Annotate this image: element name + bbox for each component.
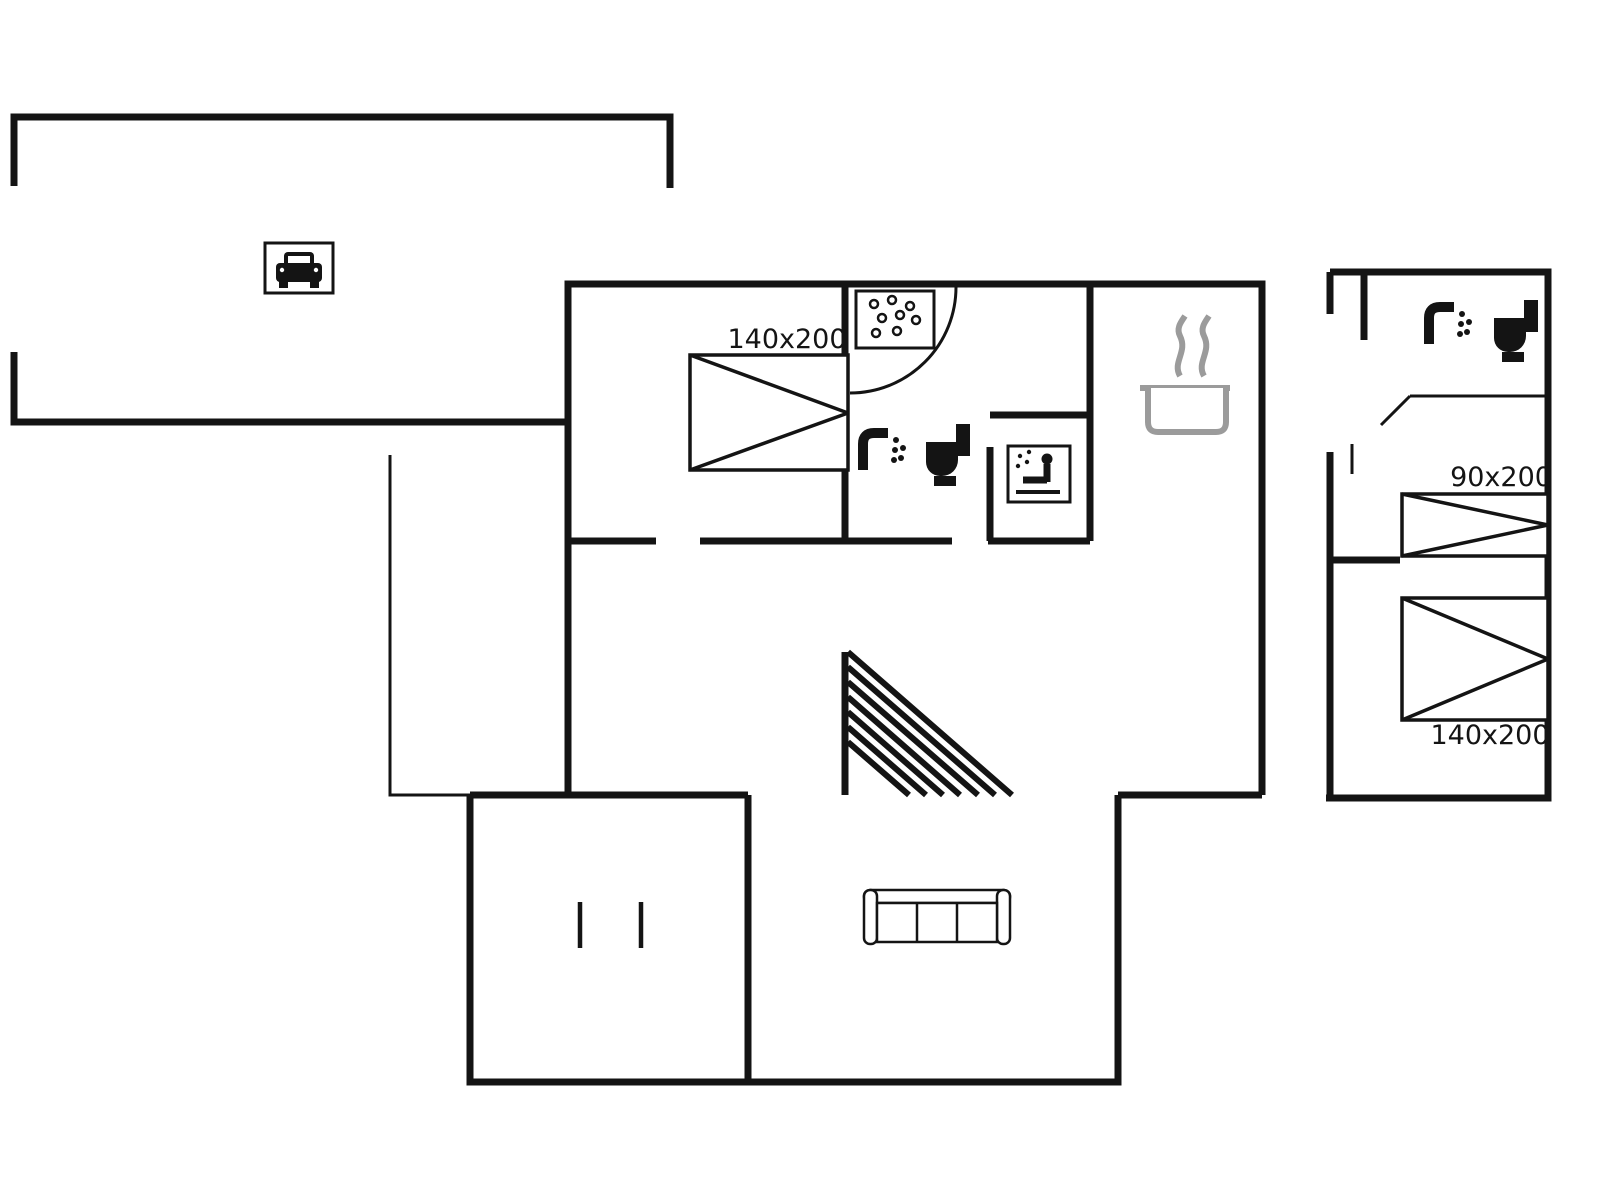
stairs-treads	[846, 649, 1014, 798]
sauna-person-head	[1041, 453, 1053, 465]
annex-bath-door-leaf	[1379, 394, 1412, 427]
car-headlight	[313, 267, 319, 273]
sofa-back	[862, 888, 1012, 905]
sauna-spray-dot	[1015, 463, 1021, 469]
car-body	[276, 263, 322, 282]
bed-outline	[688, 353, 850, 472]
thin-lines	[388, 286, 1548, 797]
terrace-outline	[388, 455, 470, 797]
sauna-spray-dot	[1017, 453, 1023, 459]
car-icon	[263, 241, 335, 295]
bed-diagonals	[1401, 596, 1549, 722]
sauna-spray-dot	[1024, 459, 1030, 465]
stairs-icon	[846, 649, 1014, 798]
car-wheel	[310, 281, 319, 288]
pot-body	[1145, 388, 1229, 435]
sauna-person-body	[1023, 464, 1051, 484]
sofa-icon	[862, 888, 1012, 946]
bed-diagonals	[689, 353, 849, 472]
pot-steam	[1198, 314, 1212, 378]
single-bed-icon	[1400, 492, 1550, 558]
bed-size-label: 140x200	[1430, 720, 1549, 751]
bed-diagonals	[1401, 492, 1549, 558]
bed-outline	[1400, 596, 1550, 722]
wall-garage	[10, 113, 674, 426]
double-bed-icon	[688, 353, 850, 472]
car-wheel	[279, 281, 288, 288]
bed-size-label: 90x200	[1450, 462, 1552, 493]
pot-steam	[1174, 314, 1188, 378]
sofa-armrest	[862, 888, 879, 946]
car-headlight	[279, 267, 285, 273]
car-windshield	[288, 256, 310, 263]
shower-cabin-icon	[854, 289, 936, 350]
wall-main-house	[466, 280, 1266, 1086]
sofa-seat-dividers	[915, 903, 959, 942]
sauna-spray-dot	[1026, 449, 1032, 455]
sauna-icon	[1006, 444, 1072, 504]
bed-size-label: 140x200	[727, 324, 846, 355]
double-bed-icon	[1400, 596, 1550, 722]
door-markers	[577, 902, 644, 948]
labels: 140x200 90x200 140x200	[727, 324, 1551, 751]
sofa-seat	[875, 901, 999, 944]
bed-outline	[1400, 492, 1550, 558]
cooking-pot-icon	[1140, 314, 1230, 435]
sofa-armrest	[995, 888, 1012, 946]
shower-drain-dots	[868, 294, 922, 339]
shower-screen-arc	[849, 286, 958, 395]
